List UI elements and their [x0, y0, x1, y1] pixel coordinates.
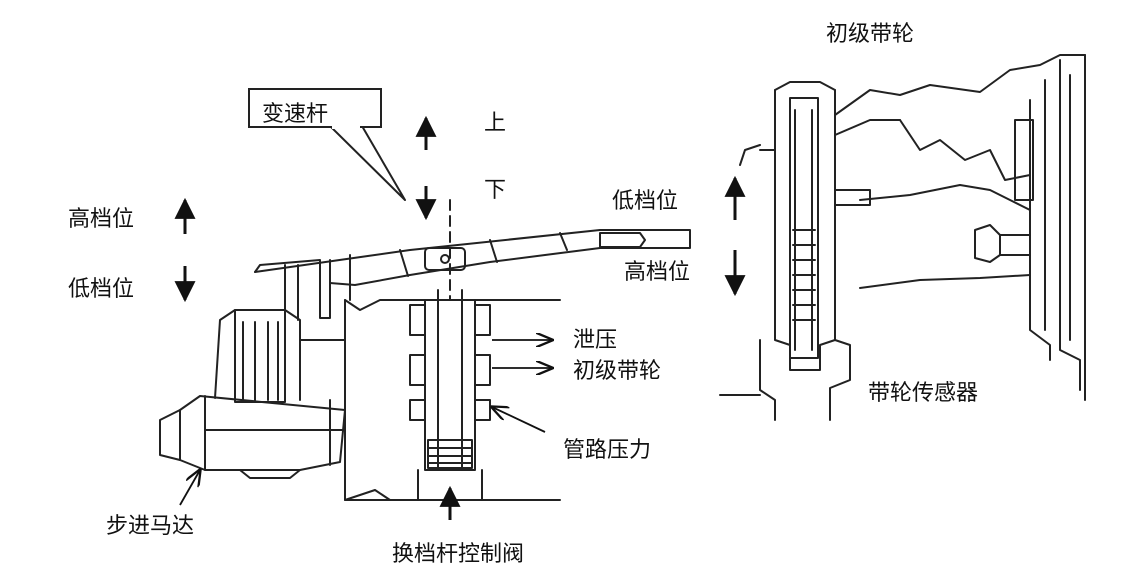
label-low-gear-left: 低档位 — [68, 277, 135, 302]
primary-pulley — [834, 54, 1086, 401]
pulley-sensor-shaft — [719, 81, 871, 421]
label-down: 下 — [484, 178, 507, 203]
label-line-pressure: 管路压力 — [563, 438, 652, 463]
label-primary-pulley-top: 初级带轮 — [826, 22, 915, 47]
label-shift-lever: 变速杆 — [262, 102, 329, 127]
label-stepper-motor: 步进马达 — [106, 514, 195, 539]
label-high-gear-right: 高档位 — [624, 260, 691, 285]
line-pressure-arrow — [492, 407, 546, 433]
leader-arrows — [179, 340, 552, 506]
stepper-motor-leader — [179, 470, 200, 506]
shift-control-valve — [409, 289, 491, 501]
label-shift-control-valve: 换档杆控制阀 — [392, 542, 525, 567]
label-primary-pulley-mid: 初级带轮 — [573, 359, 662, 384]
shift-lever-arm — [254, 229, 691, 321]
label-up: 上 — [484, 111, 507, 136]
valve-housing — [299, 299, 561, 501]
label-high-gear-left: 高档位 — [68, 207, 135, 232]
label-pulley-sensor: 带轮传感器 — [868, 381, 979, 406]
callout-seam — [332, 124, 360, 129]
label-pressure-release: 泄压 — [573, 328, 618, 353]
callout-pointer — [329, 125, 406, 201]
stepper-motor-body — [159, 309, 346, 479]
label-low-gear-right: 低档位 — [612, 189, 679, 214]
callout-box — [248, 88, 382, 128]
direction-arrows — [174, 115, 746, 520]
